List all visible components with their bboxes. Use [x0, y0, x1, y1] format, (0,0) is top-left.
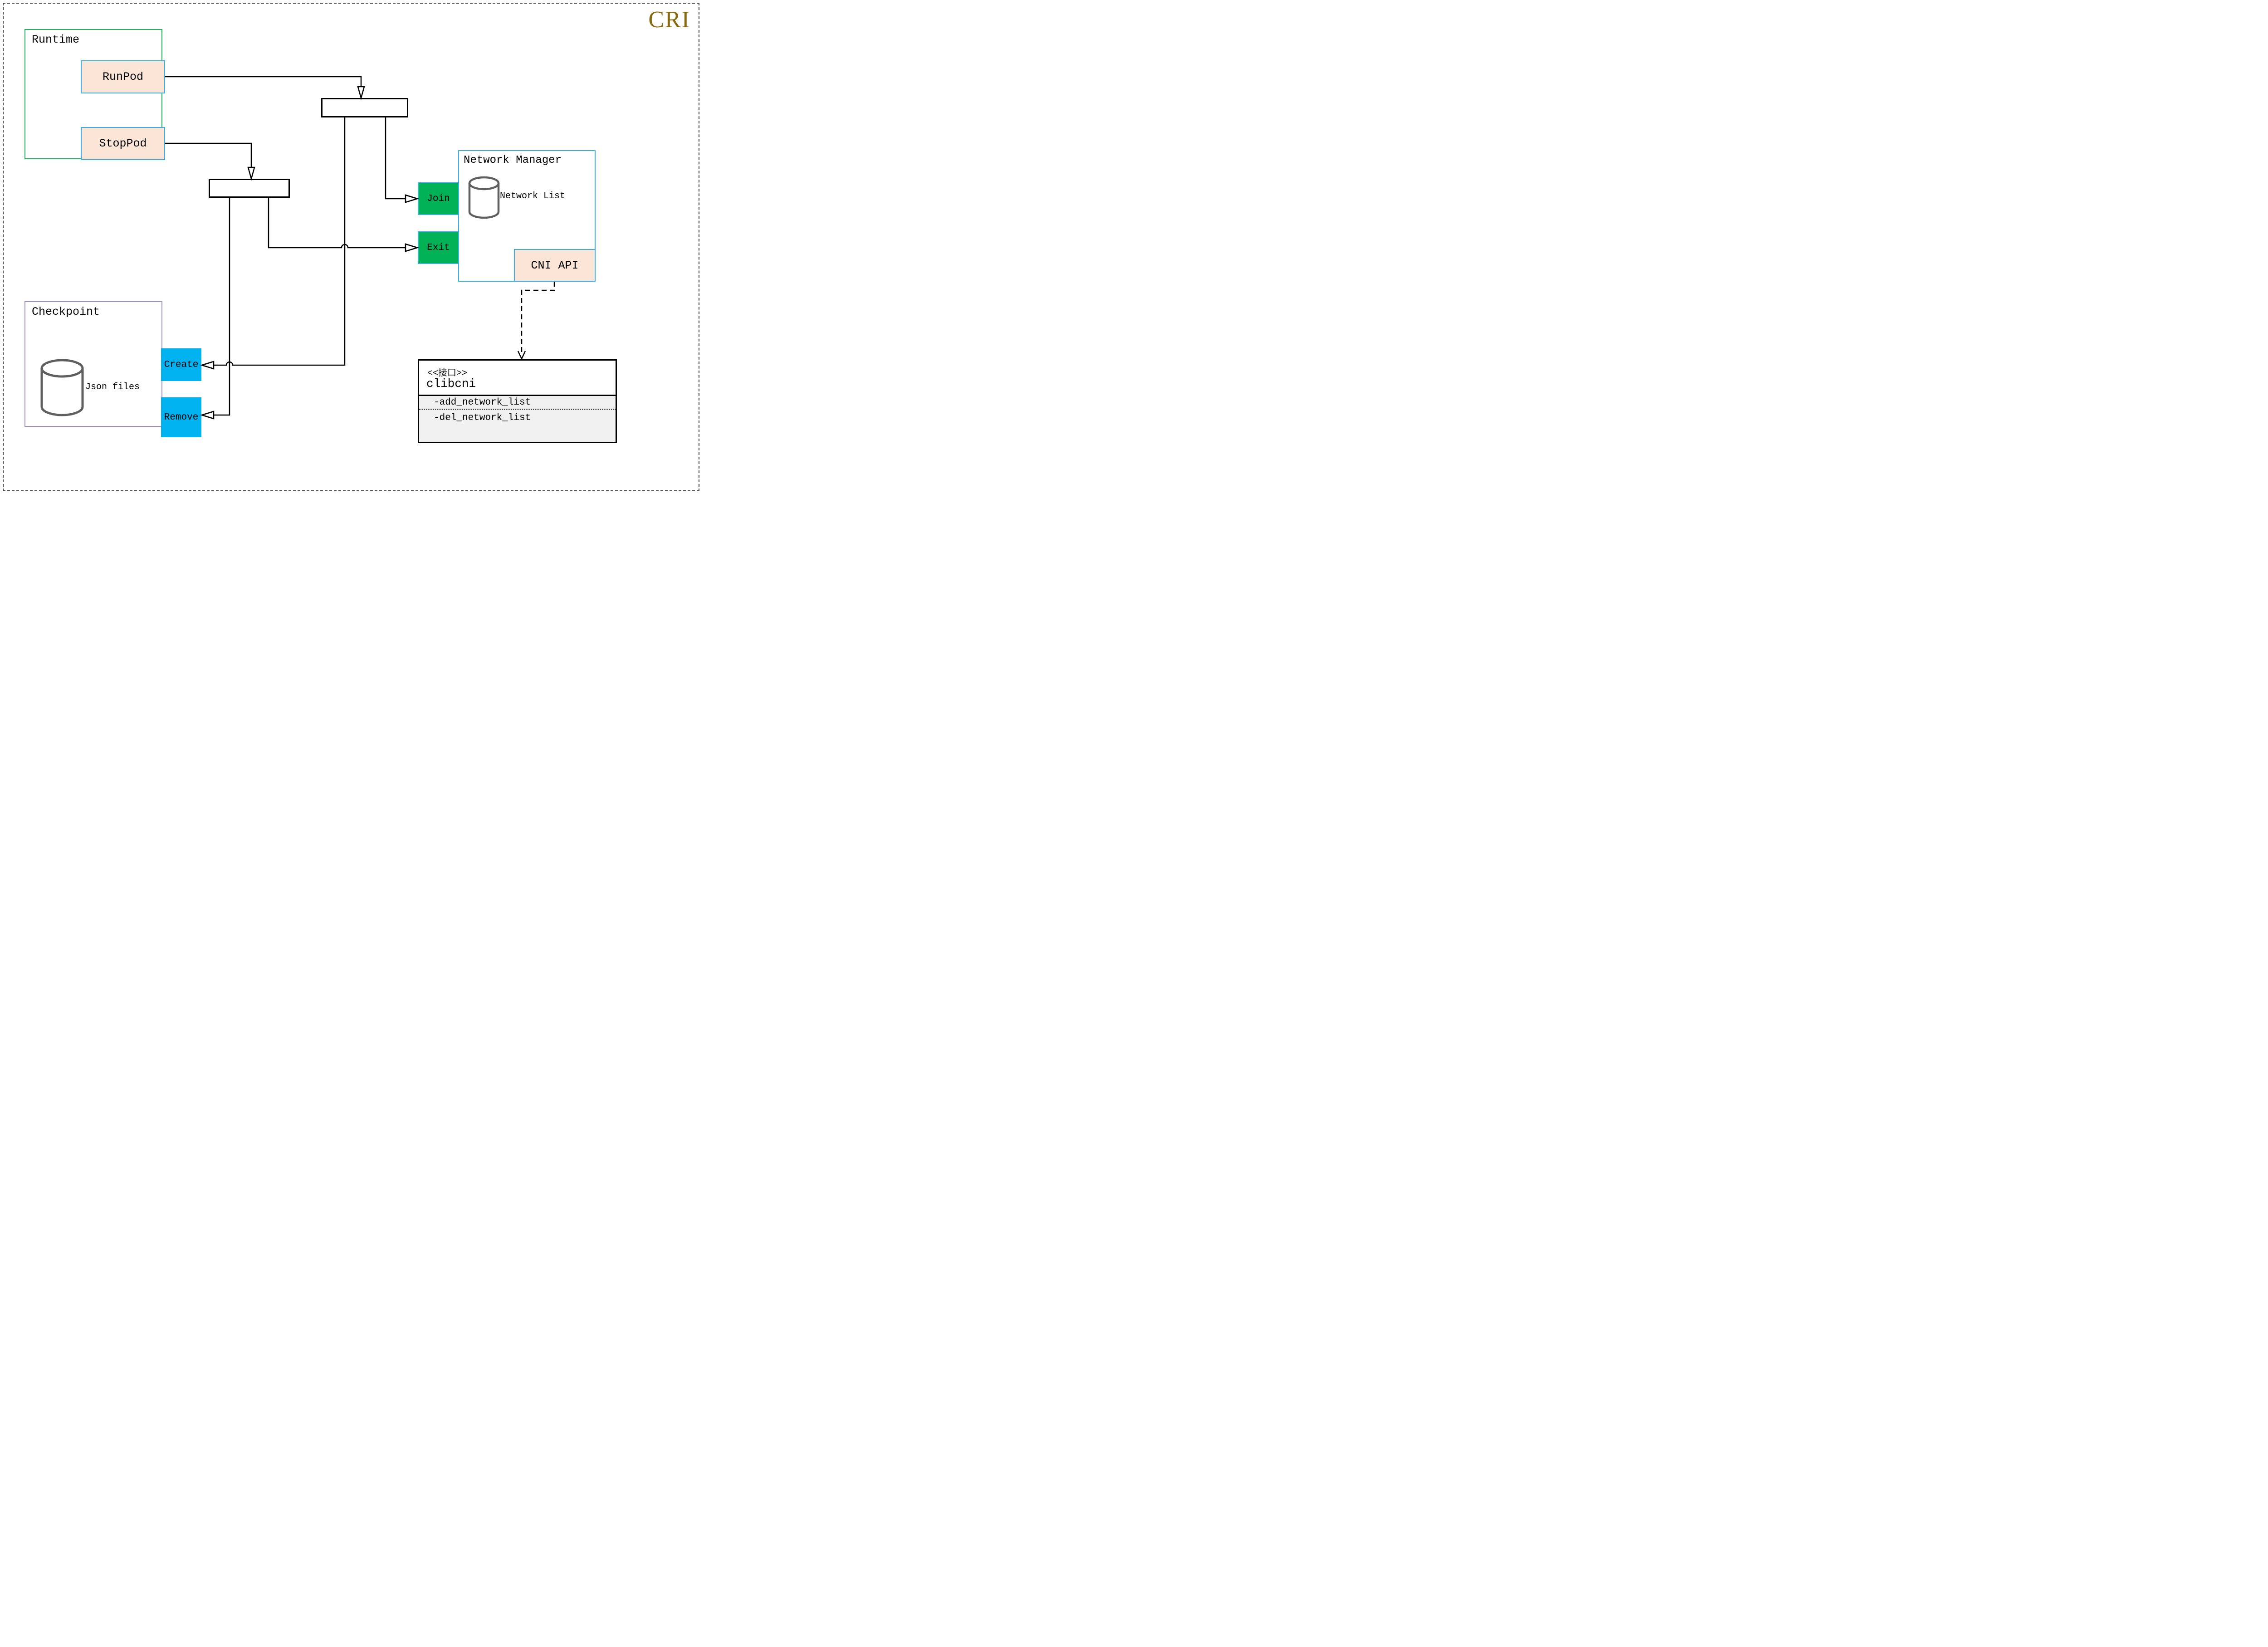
remove-label: Remove — [164, 412, 199, 423]
arrowhead-down-icon — [358, 87, 364, 98]
interface-method-list: -add_network_list -del_network_list — [419, 396, 616, 442]
runpod-to-bar1-connector — [165, 77, 364, 98]
bar1-to-create-connector — [202, 117, 345, 369]
runtime-title: Runtime — [32, 33, 80, 46]
method-row: -del_network_list — [419, 410, 616, 423]
flow-bar-2 — [209, 179, 290, 198]
method-add-network-list: -add_network_list — [434, 397, 531, 408]
cniapi-to-clibcni-connector — [518, 282, 554, 359]
stoppod-node: StopPod — [81, 127, 165, 160]
stoppod-to-bar2-connector — [165, 143, 254, 179]
bar2-to-remove-connector — [202, 198, 230, 419]
flow-bar-1 — [321, 98, 408, 117]
stoppod-label: StopPod — [99, 137, 147, 150]
clibcni-interface-box: <<接口>> clibcni -add_network_list -del_ne… — [418, 359, 617, 443]
arrowhead-right-icon — [406, 244, 417, 251]
network-list-label: Network List — [500, 191, 566, 201]
join-node: Join — [418, 182, 459, 215]
json-files-label: Json files — [85, 382, 140, 392]
arrowhead-left-icon — [202, 411, 214, 419]
join-label: Join — [427, 193, 450, 204]
runpod-node: RunPod — [81, 60, 165, 93]
method-del-network-list: -del_network_list — [434, 413, 531, 423]
create-node: Create — [161, 348, 201, 381]
checkpoint-title: Checkpoint — [32, 305, 100, 318]
arrowhead-left-icon — [202, 362, 214, 369]
bar1-to-join-connector — [386, 117, 417, 202]
method-row: -add_network_list — [419, 396, 616, 410]
cni-api-label: CNI API — [531, 259, 579, 272]
cri-badge: CRI — [648, 7, 690, 33]
arrowhead-down-icon — [248, 167, 254, 179]
exit-node: Exit — [418, 231, 459, 264]
interface-header: <<接口>> clibcni — [419, 361, 616, 396]
checkpoint-panel — [24, 301, 162, 427]
network-manager-title: Network Manager — [464, 154, 562, 166]
diagram-canvas: CRI Runtime RunPod StopPod Network Manag… — [0, 0, 702, 494]
interface-name: clibcni — [426, 377, 476, 391]
runpod-label: RunPod — [102, 70, 143, 83]
remove-node: Remove — [161, 397, 201, 437]
arrowhead-right-icon — [406, 195, 417, 202]
arrowhead-open-down-icon — [518, 351, 525, 359]
bar2-to-exit-connector — [269, 198, 417, 251]
interface-stereotype: <<接口>> — [427, 368, 468, 379]
exit-label: Exit — [427, 242, 450, 253]
cni-api-node: CNI API — [514, 249, 596, 282]
create-label: Create — [164, 359, 199, 370]
